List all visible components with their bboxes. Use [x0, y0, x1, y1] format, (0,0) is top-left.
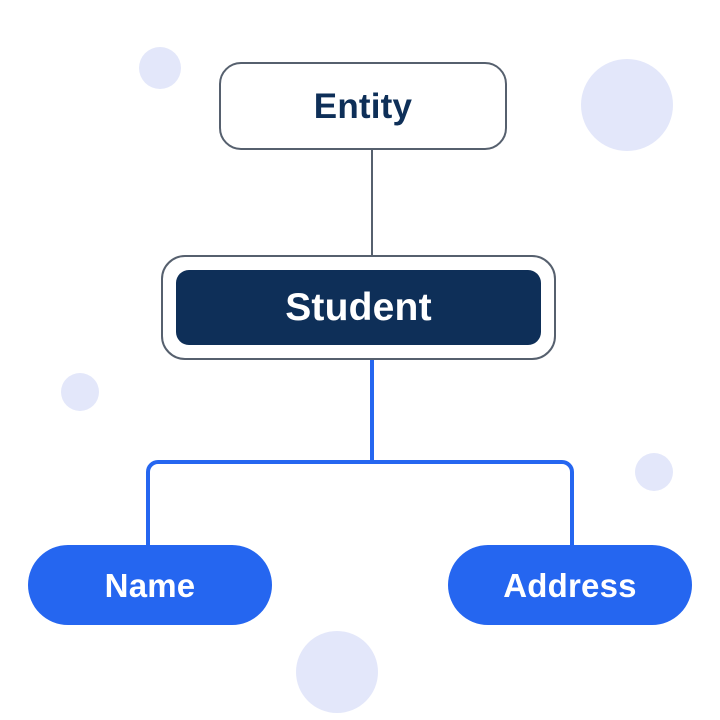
node-name-label: Name	[104, 566, 196, 604]
node-address[interactable]: Address	[448, 545, 692, 625]
edge-student-address	[372, 460, 574, 548]
node-student-label: Student	[285, 286, 432, 329]
decorative-circle-2	[581, 59, 673, 151]
node-address-label: Address	[503, 566, 637, 604]
decorative-circle-3	[61, 373, 99, 411]
node-entity[interactable]: Entity	[219, 62, 507, 150]
node-student[interactable]: Student	[161, 255, 556, 360]
decorative-circle-1	[139, 47, 181, 89]
decorative-circle-4	[635, 453, 673, 491]
node-entity-label: Entity	[313, 86, 413, 126]
node-student-fill: Student	[176, 270, 541, 345]
edge-student-name	[146, 460, 372, 548]
node-name[interactable]: Name	[28, 545, 272, 625]
decorative-circle-5	[296, 631, 378, 713]
